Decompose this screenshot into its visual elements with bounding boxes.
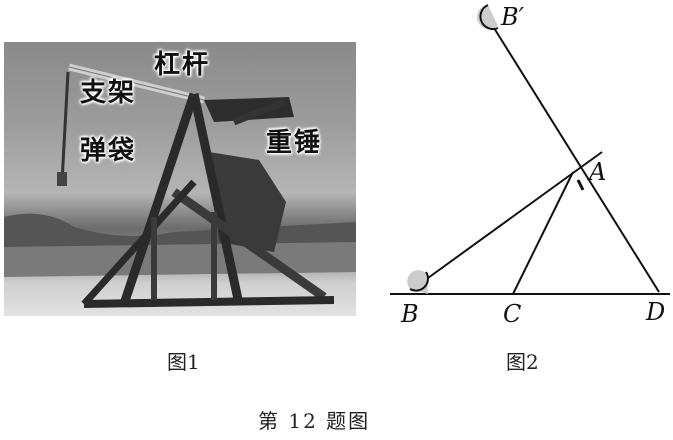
problem-figure-title: 第 12 题图 (258, 409, 371, 433)
figure1-caption: 图1 (167, 350, 200, 374)
point-label-b: B (401, 300, 419, 328)
figure2-caption: 图2 (506, 350, 539, 374)
label-frame: 支架 (80, 78, 137, 108)
label-counterweight: 重锤 (266, 128, 323, 158)
point-label-a: A (589, 158, 607, 186)
point-label-d: D (646, 298, 666, 326)
trebuchet-photo: 杠杆 支架 弹袋 重锤 (4, 42, 356, 316)
label-lever: 杠杆 (154, 50, 211, 80)
label-sling: 弹袋 (80, 136, 137, 166)
segment-b-a (427, 151, 603, 279)
segment-bprime-d (493, 27, 660, 293)
trebuchet-illustration (4, 63, 356, 308)
point-label-bprime: B′ (501, 3, 525, 31)
segment-a-c (512, 171, 574, 295)
point-label-c: C (503, 300, 522, 328)
